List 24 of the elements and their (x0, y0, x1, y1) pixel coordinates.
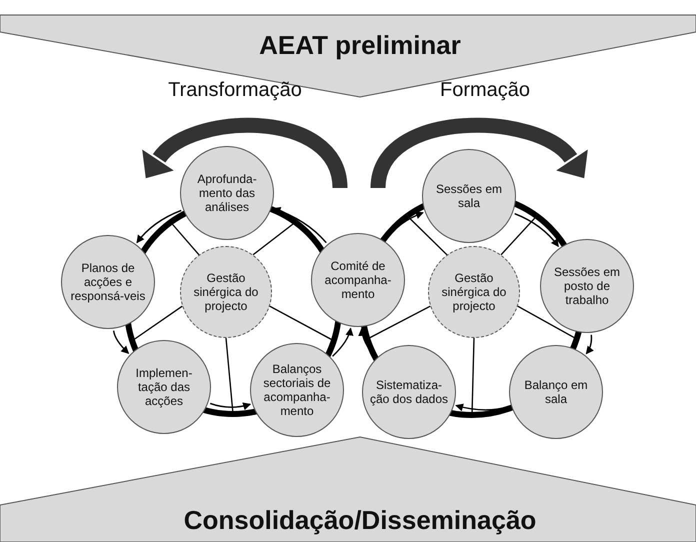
process-circle: Sistematiza-ção dos dados (362, 345, 456, 439)
cycle-label: Transformação (168, 79, 302, 102)
arrow (272, 207, 327, 244)
process-circle: Sessões em sala (422, 149, 516, 243)
arrow (514, 213, 559, 248)
process-circle: Implemen-tação das acções (117, 340, 211, 434)
arrow (332, 327, 354, 357)
arrow (455, 403, 510, 412)
hub-circle: Gestão sinérgica do projecto (180, 246, 272, 338)
process-circle: Aprofunda-mento das análises (180, 146, 274, 240)
process-circle: Sessões em posto de trabalho (540, 239, 634, 333)
arrow (586, 334, 594, 354)
arrow (112, 330, 130, 354)
banner-title: AEAT preliminar (259, 30, 461, 61)
cycle-label: Formação (440, 79, 530, 102)
hub-circle: Gestão sinérgica do projecto (428, 246, 520, 338)
arrow (210, 402, 252, 410)
banner-title: Consolidação/Disseminação (184, 505, 536, 536)
process-circle: Planos de acções e responsá-veis (61, 235, 155, 329)
process-circle: Comité de acompanha-mento (311, 233, 405, 327)
process-circle: Balanços sectoriais de acompanha-mento (250, 343, 344, 437)
arrow (136, 210, 182, 244)
process-circle: Balanço em sala (509, 345, 603, 439)
arrow (386, 212, 424, 240)
